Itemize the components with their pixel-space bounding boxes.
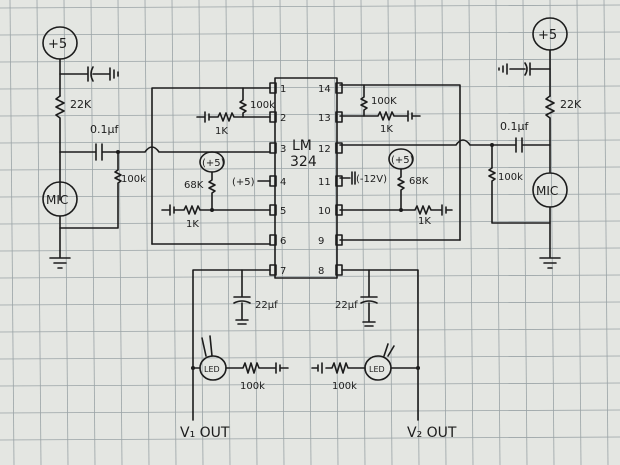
grid-line — [0, 31, 620, 36]
grid-line — [0, 436, 620, 441]
left-100k-bias-label: 100k — [121, 174, 146, 185]
grid-line — [198, 0, 204, 465]
right-supply-label: +5 — [538, 28, 557, 43]
ic-pin-number: 11 — [318, 177, 331, 188]
left-1k-input-label: 1K — [215, 126, 228, 137]
right-22k-resistor — [545, 95, 555, 173]
right-divider-1k-label: 1K — [418, 216, 431, 227]
grid-line — [306, 0, 312, 465]
ic-pin-left — [269, 234, 277, 246]
output-stage: 22µf 22µf LED 100k LED 100k V₁ OUT V₂ OU… — [180, 269, 457, 441]
left-100k-feedback — [239, 87, 247, 118]
grid-line — [171, 0, 177, 465]
ic-pin-number: 9 — [318, 236, 324, 247]
ic-pin-right — [335, 142, 343, 154]
left-divider-supply-label: (+5) — [202, 158, 225, 169]
right-22k-label: 22K — [560, 98, 582, 111]
grid-line — [0, 4, 620, 9]
ic-pin-number: 7 — [280, 266, 286, 277]
pin11-supply-label: (-12V) — [356, 174, 387, 185]
grid-line — [387, 0, 393, 465]
v1-out-label: V₁ OUT — [180, 425, 230, 441]
grid-line — [0, 247, 620, 252]
right-divider-supply-label: (+5) — [391, 155, 414, 166]
ic-pin-number: 12 — [318, 144, 331, 155]
grid-line — [0, 166, 620, 171]
grid-line — [0, 382, 620, 387]
left-output-resistor-label: 100k — [240, 381, 265, 392]
grid-line — [0, 328, 620, 333]
right-led-label: LED — [369, 365, 385, 374]
grid-line — [522, 0, 528, 465]
ic-pin-number: 14 — [318, 84, 331, 95]
ic-pin-number: 5 — [280, 206, 286, 217]
ic-pin-number: 8 — [318, 266, 324, 277]
ic-name-label: LM — [292, 138, 312, 154]
left-mic-label: MIC — [46, 193, 68, 207]
grid-line — [0, 112, 620, 117]
ic-pin-number: 3 — [280, 144, 286, 155]
grid-line — [0, 355, 620, 360]
grid-line — [144, 0, 150, 465]
left-output-cap-label: 22µf — [255, 300, 278, 311]
grid-line — [0, 58, 620, 63]
ic-pin-number: 13 — [318, 113, 331, 124]
grid-line — [0, 409, 620, 414]
right-mic-label: MIC — [536, 184, 558, 198]
grid-line — [0, 274, 620, 279]
grid-line — [495, 0, 501, 465]
right-mic-stage: +5 22K 0.1µf 100k MIC 100K 1K (-12V) (+5… — [339, 17, 582, 269]
grid-line — [360, 0, 366, 465]
left-led-label: LED — [204, 365, 220, 374]
grid-line — [0, 85, 620, 90]
ic-pin-number: 10 — [318, 206, 331, 217]
grid-line — [0, 220, 620, 225]
grid-line — [576, 0, 582, 465]
left-mic-stage: +5 22K 0.1µf 100k MIC 100k 1K (+5) 68K 1… — [42, 26, 275, 269]
left-supply-label: +5 — [48, 37, 67, 52]
right-ground — [539, 206, 561, 269]
ic-pin-right — [335, 111, 343, 123]
ic-pin-number: 4 — [280, 177, 286, 188]
v2-out-label: V₂ OUT — [407, 425, 457, 441]
grid-line — [225, 0, 231, 465]
grid-line — [0, 193, 620, 198]
grid-line — [117, 0, 123, 465]
grid-line — [468, 0, 474, 465]
grid-line — [36, 0, 42, 465]
right-output-cap-label: 22µf — [335, 300, 358, 311]
left-68k-label: 68K — [184, 180, 204, 191]
ic-pin-right — [335, 175, 343, 187]
ic-pin-number: 2 — [280, 113, 286, 124]
right-feedback-label: 100K — [371, 96, 397, 107]
grid-line — [252, 0, 258, 465]
left-feedback-label: 100k — [250, 100, 275, 111]
left-supply-bypass-cap — [59, 66, 119, 82]
right-output-resistor-label: 100k — [332, 381, 357, 392]
right-100k-bias-label: 100k — [498, 172, 523, 183]
ic-pin-number: 1 — [280, 84, 286, 95]
left-ground — [49, 215, 71, 269]
ic-pin-left — [269, 142, 277, 154]
right-coupling-cap-label: 0.1µf — [500, 120, 529, 133]
ic-pin-right — [335, 82, 343, 94]
grid-line — [9, 0, 15, 465]
grid-line — [63, 0, 69, 465]
ic-pin-number: 6 — [280, 236, 286, 247]
right-68k-label: 68K — [409, 176, 429, 187]
ic-part-label: 324 — [290, 154, 317, 170]
grid-line — [279, 0, 285, 465]
left-22k-label: 22K — [70, 98, 92, 111]
left-22k-resistor — [55, 95, 65, 201]
left-divider-1k-label: 1K — [186, 219, 199, 230]
grid-line — [0, 301, 620, 306]
pin4-supply-label: (+5) — [232, 177, 255, 188]
right-1k-input-label: 1K — [380, 124, 393, 135]
grid-line — [441, 0, 447, 465]
grid-line — [603, 0, 609, 465]
left-coupling-cap-label: 0.1µf — [90, 123, 119, 136]
